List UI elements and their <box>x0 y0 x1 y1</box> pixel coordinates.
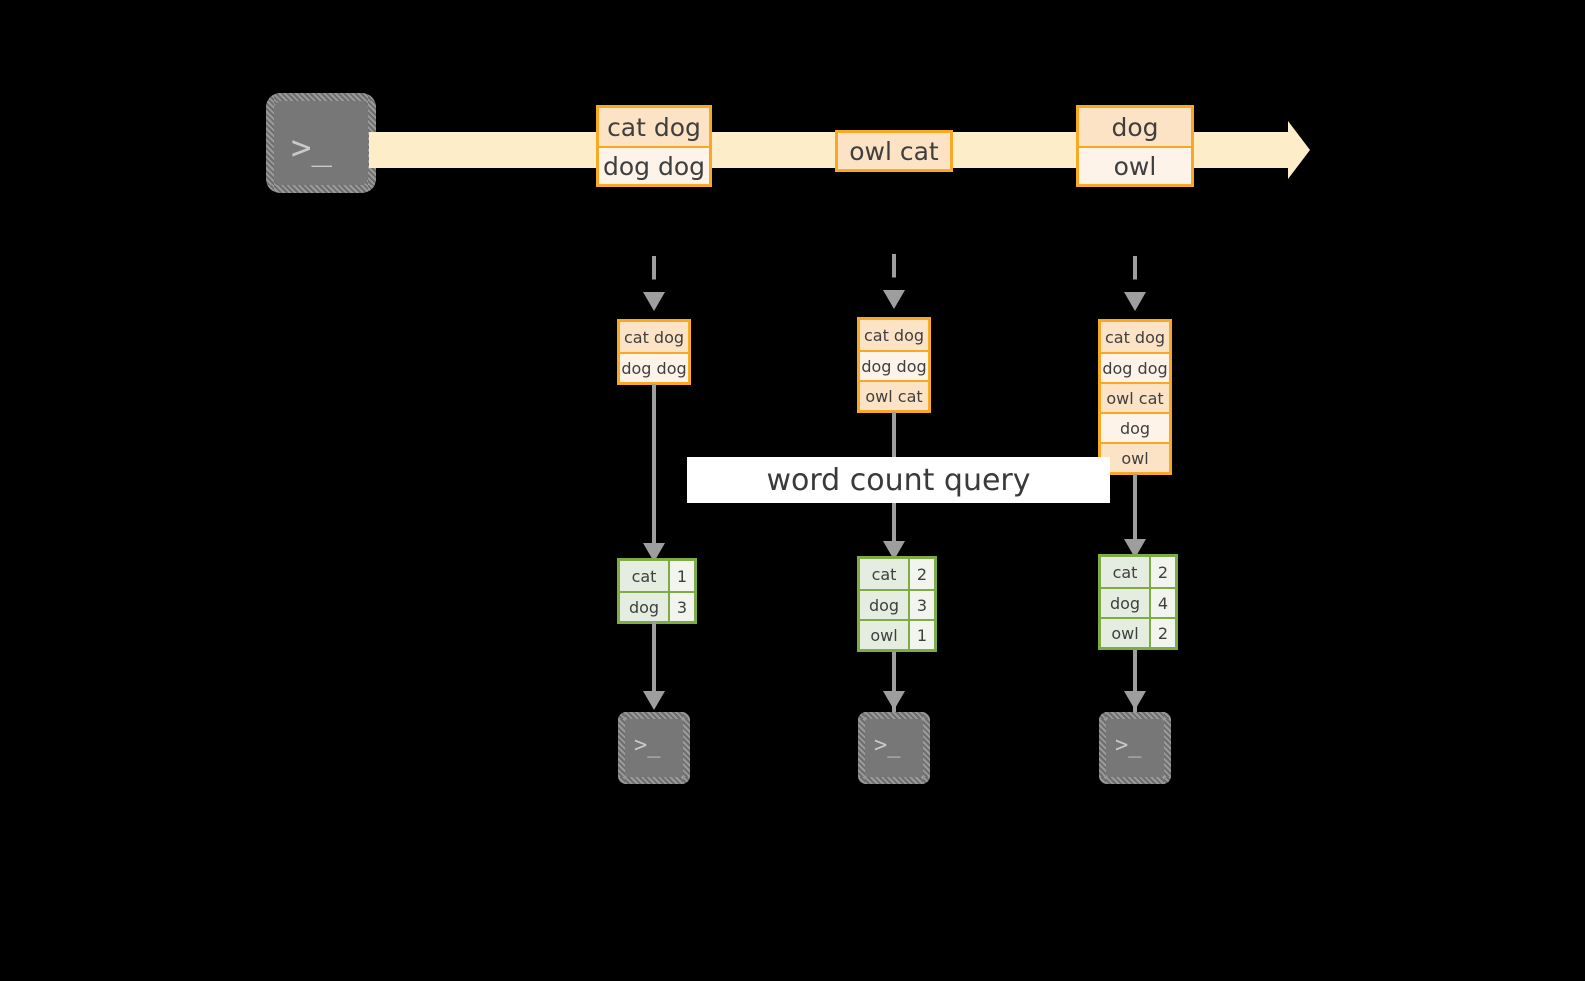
stream-event-line: dog dog <box>599 146 709 184</box>
stage-2-window-table: cat dog dog dog owl cat <box>857 317 931 413</box>
word-cell: owl <box>1101 619 1149 647</box>
stage-2-result-table: cat 2 dog 3 owl 1 <box>857 556 937 652</box>
table-row: owl 2 <box>1101 617 1175 647</box>
stage-1-window-table: cat dog dog dog <box>617 319 691 385</box>
count-cell: 3 <box>908 591 934 619</box>
stage-1-query-connector <box>652 384 656 549</box>
table-row: cat 2 <box>1101 557 1175 587</box>
table-row: cat 2 <box>860 559 934 589</box>
window-row: owl cat <box>1101 382 1169 412</box>
stream-event-3: dog owl <box>1076 105 1194 187</box>
word-cell: dog <box>860 591 908 619</box>
stage-2-sink-arrowhead-icon <box>883 691 905 710</box>
word-cell: cat <box>620 561 668 591</box>
word-cell: dog <box>1101 589 1149 617</box>
stage-3-sink-connector <box>1133 650 1137 725</box>
word-cell: cat <box>1101 557 1149 587</box>
count-cell: 2 <box>1149 619 1175 647</box>
stage-2-dashed-arrowhead-icon <box>883 290 905 309</box>
table-row: dog 3 <box>620 591 694 621</box>
query-label: word count query <box>687 457 1110 503</box>
terminal-prompt-glyph: >_ <box>1115 733 1142 758</box>
count-cell: 4 <box>1149 589 1175 617</box>
window-row: dog <box>1101 412 1169 442</box>
stage-3-window-table: cat dog dog dog owl cat dog owl <box>1098 319 1172 475</box>
stage-1-sink-arrowhead-icon <box>643 691 665 710</box>
terminal-screen <box>625 719 683 777</box>
stream-event-line: cat dog <box>599 108 709 146</box>
window-row: cat dog <box>860 320 928 350</box>
source-terminal-icon: >_ <box>266 93 376 193</box>
table-row: cat 1 <box>620 561 694 591</box>
table-row: dog 3 <box>860 589 934 619</box>
stage-2-sink-connector <box>892 652 896 727</box>
stream-event-line: owl <box>1079 146 1191 184</box>
word-cell: cat <box>860 559 908 589</box>
stage-2-dashed-connector <box>892 254 896 294</box>
window-row: cat dog <box>620 322 688 352</box>
terminal-prompt-glyph: >_ <box>634 733 661 758</box>
count-cell: 2 <box>908 559 934 589</box>
terminal-screen <box>1106 719 1164 777</box>
count-cell: 3 <box>668 593 694 621</box>
count-cell: 1 <box>668 561 694 591</box>
stage-2-sink-terminal-icon: >_ <box>858 712 930 784</box>
stage-1-sink-connector <box>652 622 656 697</box>
stage-3-dashed-arrowhead-icon <box>1124 292 1146 311</box>
window-row: cat dog <box>1101 322 1169 352</box>
table-row: owl 1 <box>860 619 934 649</box>
terminal-prompt-glyph: >_ <box>874 733 901 758</box>
stage-1-sink-terminal-icon: >_ <box>618 712 690 784</box>
stage-1-query-arrowhead-icon <box>643 543 665 562</box>
terminal-screen <box>274 101 368 185</box>
stage-3-result-table: cat 2 dog 4 owl 2 <box>1098 554 1178 650</box>
count-cell: 2 <box>1149 557 1175 587</box>
window-row: owl <box>1101 442 1169 472</box>
stage-3-dashed-connector <box>1133 256 1137 296</box>
window-row: dog dog <box>860 350 928 380</box>
stage-3-query-arrowhead-icon <box>1124 539 1146 558</box>
stage-1-dashed-connector <box>652 256 656 296</box>
stream-arrowhead-icon <box>1288 121 1310 179</box>
stage-1-dashed-arrowhead-icon <box>643 292 665 311</box>
stream-event-line: owl cat <box>838 133 950 169</box>
stage-3-sink-arrowhead-icon <box>1124 691 1146 710</box>
word-cell: dog <box>620 593 668 621</box>
table-row: dog 4 <box>1101 587 1175 617</box>
window-row: dog dog <box>620 352 688 382</box>
stream-event-line: dog <box>1079 108 1191 146</box>
stream-event-2: owl cat <box>835 130 953 172</box>
stage-2-query-arrowhead-icon <box>883 541 905 560</box>
stage-1-result-table: cat 1 dog 3 <box>617 558 697 624</box>
count-cell: 1 <box>908 621 934 649</box>
stage-3-sink-terminal-icon: >_ <box>1099 712 1171 784</box>
stream-event-1: cat dog dog dog <box>596 105 712 187</box>
terminal-prompt-glyph: >_ <box>291 128 332 168</box>
terminal-screen <box>865 719 923 777</box>
window-row: dog dog <box>1101 352 1169 382</box>
stage-3-query-connector <box>1133 474 1137 545</box>
window-row: owl cat <box>860 380 928 410</box>
word-cell: owl <box>860 621 908 649</box>
